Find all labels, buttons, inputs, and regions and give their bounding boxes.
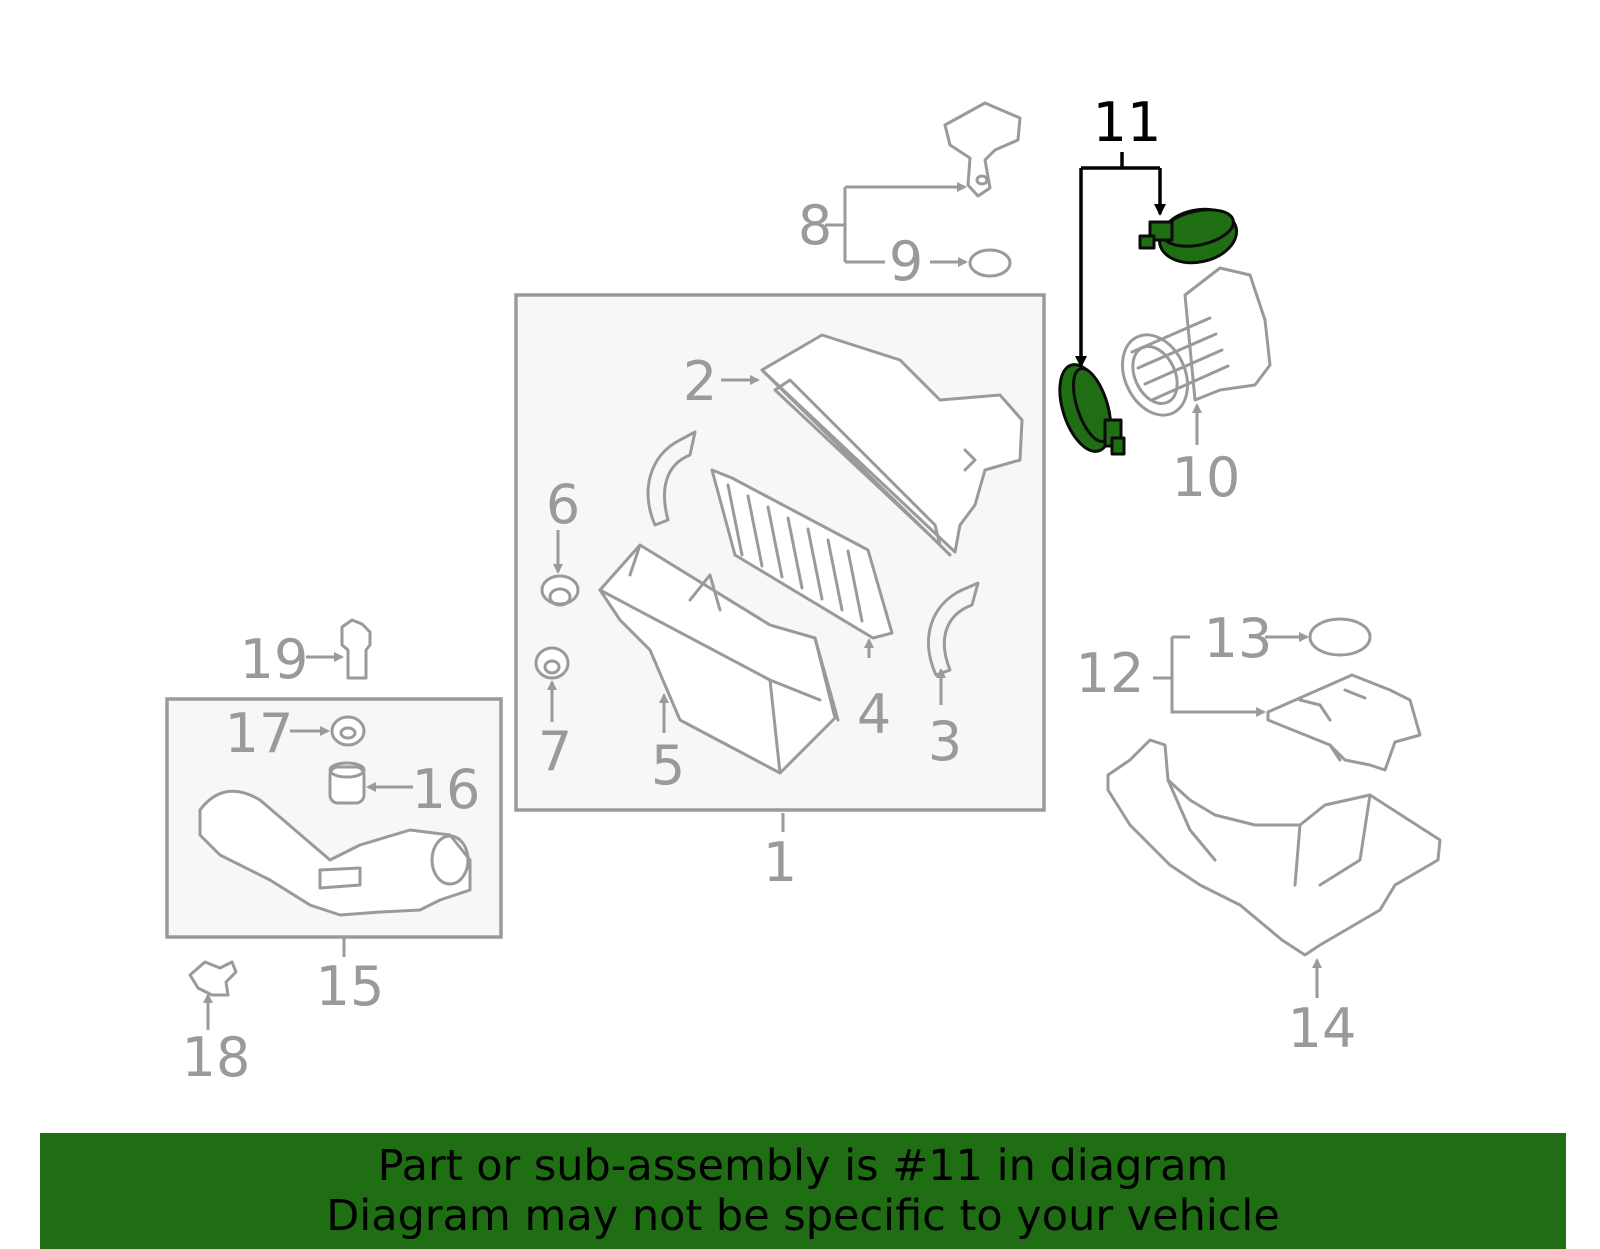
callout-11: 11	[1093, 91, 1162, 154]
banner-line-2: Diagram may not be specific to your vehi…	[326, 1191, 1280, 1241]
callout-17: 17	[225, 702, 294, 765]
callout-16: 16	[412, 758, 481, 821]
callout-6: 6	[546, 473, 580, 536]
grommet-part-17	[330, 715, 366, 747]
callout-4: 4	[857, 683, 891, 746]
clip-part-18	[188, 960, 238, 997]
hose-clamp-part-upper	[1138, 207, 1239, 265]
bracket-part	[1266, 673, 1422, 772]
callout-14: 14	[1288, 997, 1357, 1060]
cap-part	[1308, 617, 1372, 657]
callout-13: 13	[1204, 607, 1273, 670]
callout-12: 12	[1076, 642, 1145, 705]
callout-3: 3	[928, 710, 962, 773]
mass-airflow-sensor-part	[943, 101, 1022, 198]
upper-housing-part	[760, 333, 1024, 557]
bolt-part	[340, 618, 372, 680]
callout-10: 10	[1172, 446, 1241, 509]
banner-line-1: Part or sub-assembly is #11 in diagram	[377, 1141, 1229, 1191]
callout-numbers: 1 2 3 4 5 6 7 8 9 10 11 12 13 14 15 16 1…	[182, 91, 1357, 1089]
o-ring-part	[968, 248, 1012, 278]
leader-lines	[203, 152, 1322, 1030]
intake-duct-part	[198, 789, 472, 917]
info-banner: Part or sub-assembly is #11 in diagram D…	[40, 1133, 1566, 1249]
grommet-small-part	[534, 646, 570, 680]
callout-15: 15	[316, 955, 385, 1018]
hose-clamp-part-lower	[1058, 363, 1126, 456]
callout-19: 19	[240, 628, 309, 691]
callout-8: 8	[798, 194, 832, 257]
inlet-hose-part	[1121, 266, 1272, 417]
callout-5: 5	[651, 734, 685, 797]
clip-part	[646, 430, 980, 677]
callout-2: 2	[683, 350, 717, 413]
callout-18: 18	[182, 1026, 251, 1089]
filter-element-part	[710, 468, 894, 640]
bushing-part	[328, 761, 366, 805]
callout-9: 9	[889, 230, 923, 293]
lower-housing-part	[598, 543, 840, 775]
battery-tray-part	[1106, 738, 1442, 957]
callout-7: 7	[538, 720, 572, 783]
callout-1: 1	[763, 831, 797, 894]
grommet-part	[540, 574, 580, 607]
